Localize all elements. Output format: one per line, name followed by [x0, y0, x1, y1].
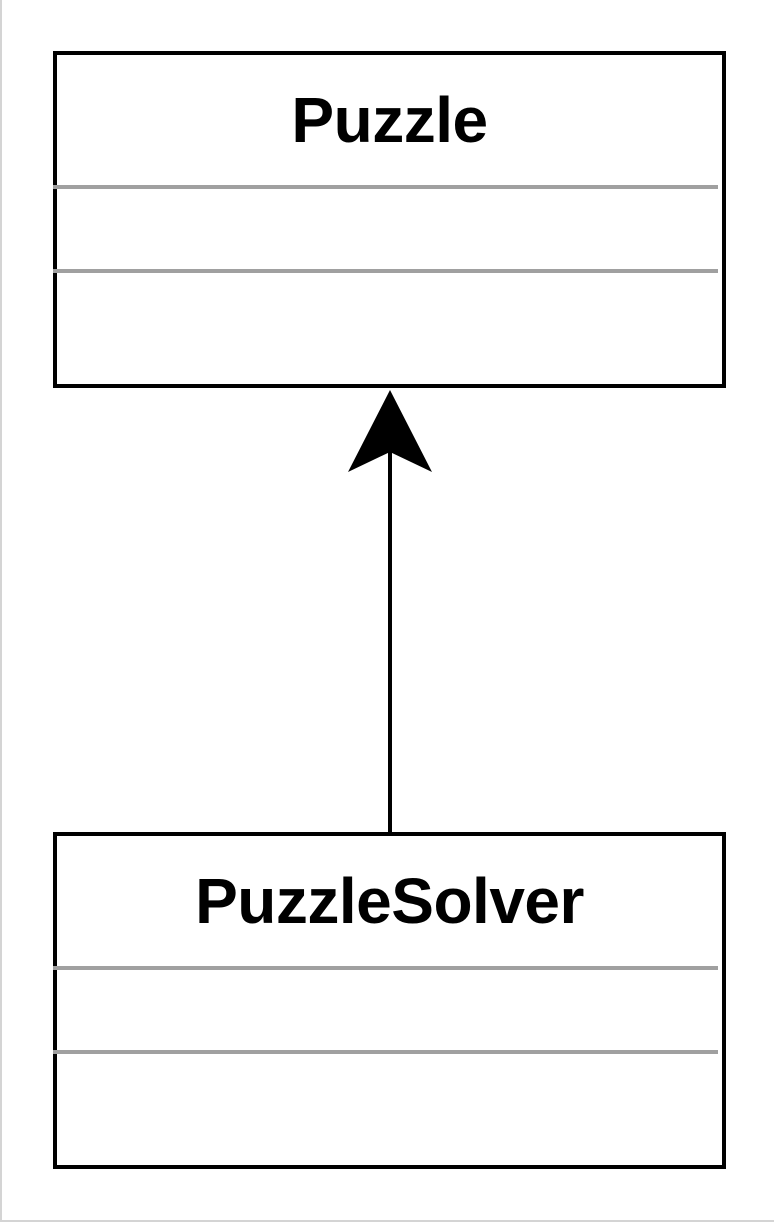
name-attributes-divider: [53, 185, 718, 189]
class-box-puzzle-solver[interactable]: PuzzleSolver: [53, 832, 726, 1169]
attributes-compartment-puzzle-solver: [57, 970, 722, 1050]
operations-compartment-puzzle-solver: [57, 1054, 722, 1165]
attributes-operations-divider: [53, 1050, 718, 1054]
class-name-puzzle-solver: PuzzleSolver: [195, 865, 584, 937]
class-box-puzzle[interactable]: Puzzle: [53, 51, 726, 388]
name-attributes-divider: [53, 966, 718, 970]
attributes-operations-divider: [53, 269, 718, 273]
class-name-puzzle: Puzzle: [291, 84, 488, 156]
operations-compartment-puzzle: [57, 273, 722, 384]
arrowhead-icon: [348, 390, 432, 472]
attributes-compartment-puzzle: [57, 189, 722, 269]
